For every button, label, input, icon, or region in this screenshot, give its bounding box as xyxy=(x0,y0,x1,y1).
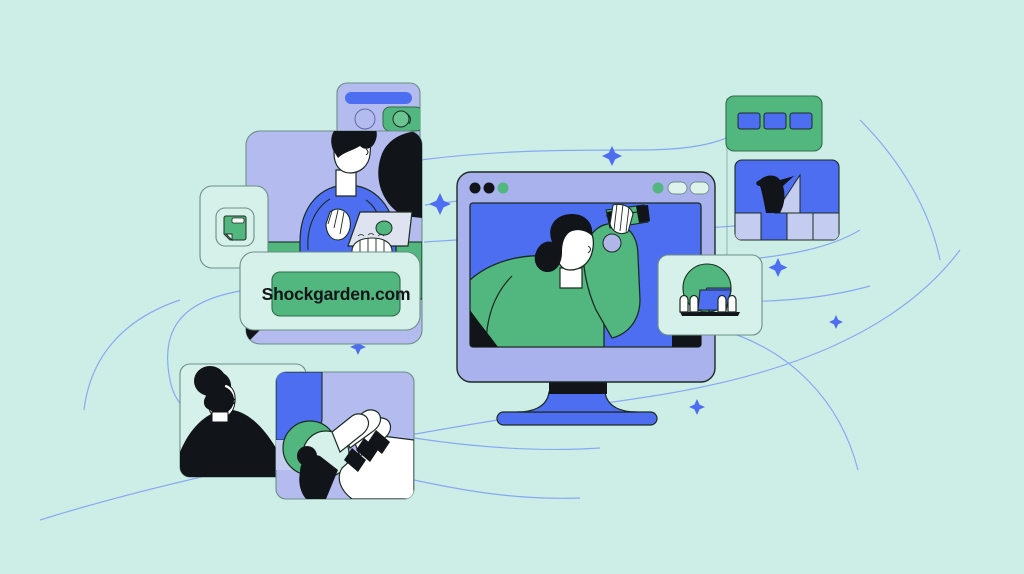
titlebar-dots-left[interactable] xyxy=(469,182,509,194)
hand-fingers xyxy=(299,409,414,499)
widget-tile-knob xyxy=(392,110,410,128)
monitor-neck xyxy=(549,382,607,394)
monitor-base xyxy=(496,411,658,426)
chart-card[interactable] xyxy=(657,254,763,336)
screen-figure-neck xyxy=(559,267,583,289)
brand-button[interactable] xyxy=(271,271,401,317)
monitor-stand xyxy=(516,391,638,413)
widget-blue-bar xyxy=(345,92,412,104)
tile-bottom-right xyxy=(812,212,839,240)
portrait-card[interactable] xyxy=(179,363,307,478)
bird-silhouette xyxy=(756,175,794,213)
pie-baseline xyxy=(680,312,740,316)
silhouette-body xyxy=(180,409,296,477)
tile-bottom-mid xyxy=(786,212,814,240)
brand-button-label: Shockgarden.com xyxy=(262,284,411,304)
chart-legs xyxy=(679,294,737,313)
screen-figure-shadow xyxy=(470,310,498,347)
book-icon-card[interactable] xyxy=(199,185,269,269)
main-monitor[interactable] xyxy=(456,171,716,426)
person-hair xyxy=(331,131,377,158)
hair-bun-lower xyxy=(206,386,234,414)
screen-figure-hair xyxy=(534,214,593,272)
brand-button-card[interactable]: Shockgarden.com xyxy=(239,251,421,331)
arm-button xyxy=(602,233,622,253)
dark-shape xyxy=(378,131,422,218)
left-hand xyxy=(325,208,351,241)
gallery-blue-card[interactable] xyxy=(734,159,840,241)
screen-figure-hand xyxy=(609,203,634,235)
tile-bottom-left xyxy=(735,212,762,240)
hand-card[interactable] xyxy=(275,371,415,500)
screen-figure-arm xyxy=(582,223,641,339)
titlebar-controls-right[interactable] xyxy=(652,181,710,195)
person-neck xyxy=(335,169,357,197)
widget-circle xyxy=(354,108,376,130)
gallery-tiles xyxy=(737,112,813,130)
gallery-green-card[interactable] xyxy=(725,95,823,152)
